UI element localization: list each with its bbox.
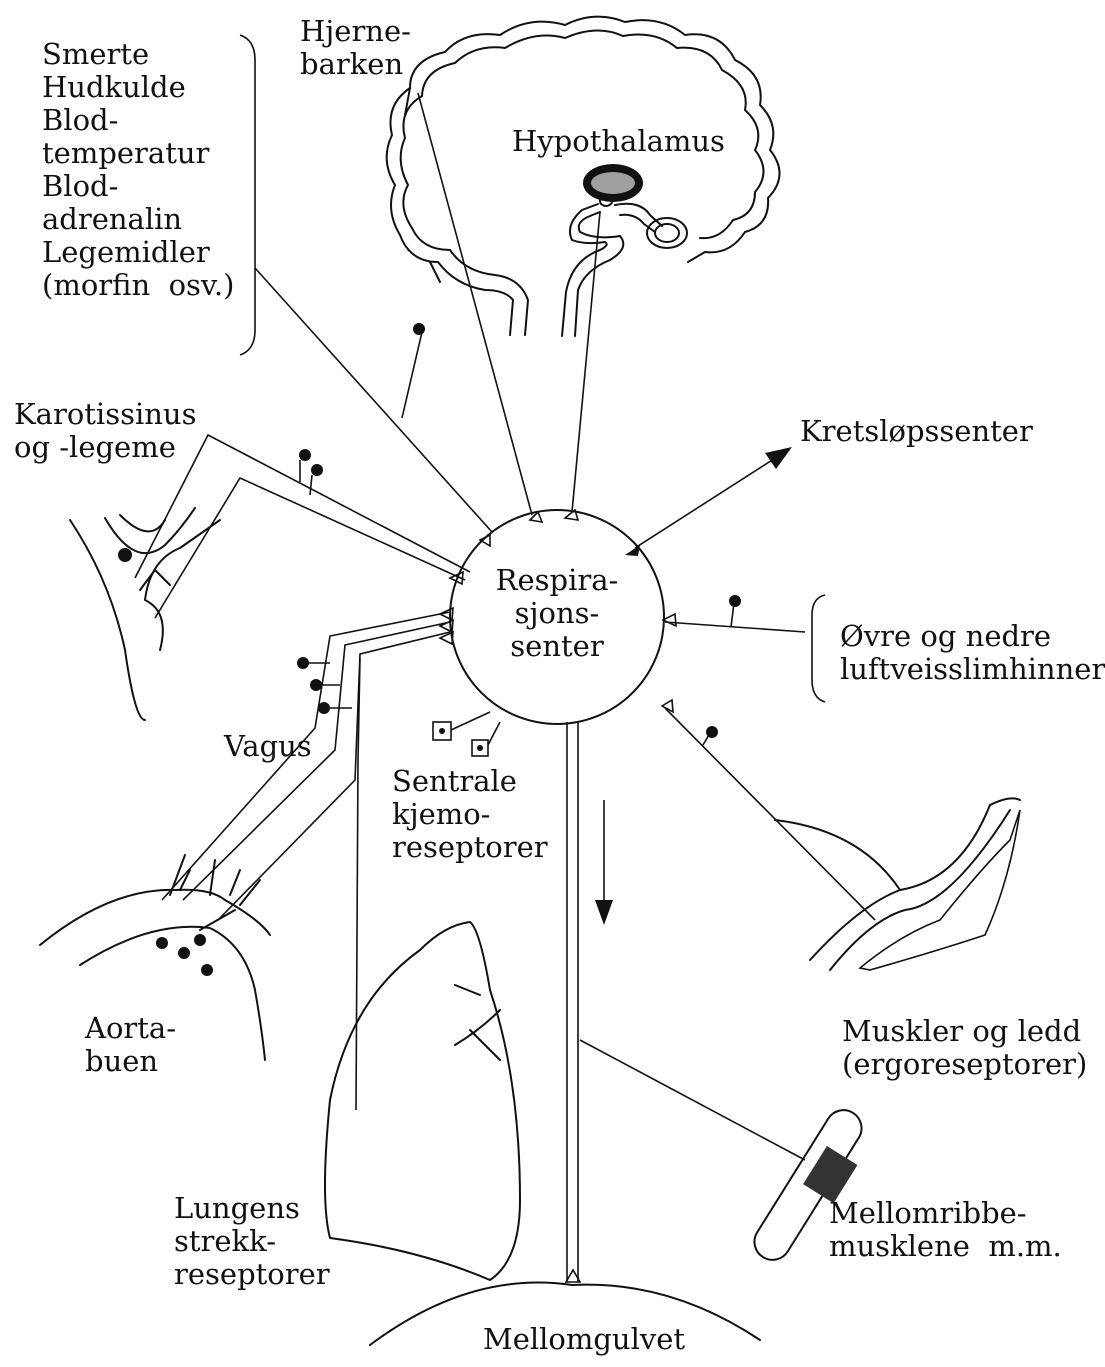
label-hypothalamus: Hypothalamus <box>512 125 725 158</box>
label-luftveier: Øvre og nedre luftveisslimhinner <box>840 620 1105 686</box>
left-brace <box>240 35 255 355</box>
label-vagus: Vagus <box>224 730 312 763</box>
right-brace <box>812 595 825 702</box>
brain-drawing <box>387 17 780 336</box>
label-hjernebarken: Hjerne- barken <box>300 15 411 81</box>
joint-drawing <box>775 798 1020 970</box>
label-kretslop: Kretsløpssenter <box>800 415 1033 448</box>
afferent-lines <box>135 93 875 1282</box>
label-mellomribbe: Mellomribbe- musklene m.m. <box>829 1197 1062 1263</box>
label-sentrale: Sentrale kjemo- reseptorer <box>392 765 548 864</box>
label-respirasjon: Respira- sjons- senter <box>487 564 627 663</box>
label-lungens: Lungens strekk- reseptorer <box>174 1192 330 1291</box>
label-stimuli: Smerte Hudkulde Blod- temperatur Blod- a… <box>42 38 234 302</box>
label-aorta: Aorta- buen <box>85 1012 176 1078</box>
label-karotis: Karotissinus og -legeme <box>14 398 196 464</box>
carotid-drawing <box>70 508 220 720</box>
label-muskler: Muskler og ledd (ergoreseptorer) <box>842 1015 1087 1081</box>
lung-drawing <box>325 922 520 1280</box>
label-mellomgulvet: Mellomgulvet <box>483 1323 685 1356</box>
